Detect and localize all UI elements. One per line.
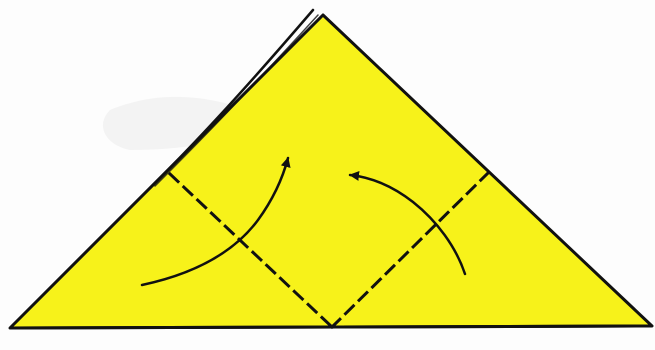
base-edge-line (10, 326, 652, 328)
folded-paper-triangle (10, 15, 652, 328)
